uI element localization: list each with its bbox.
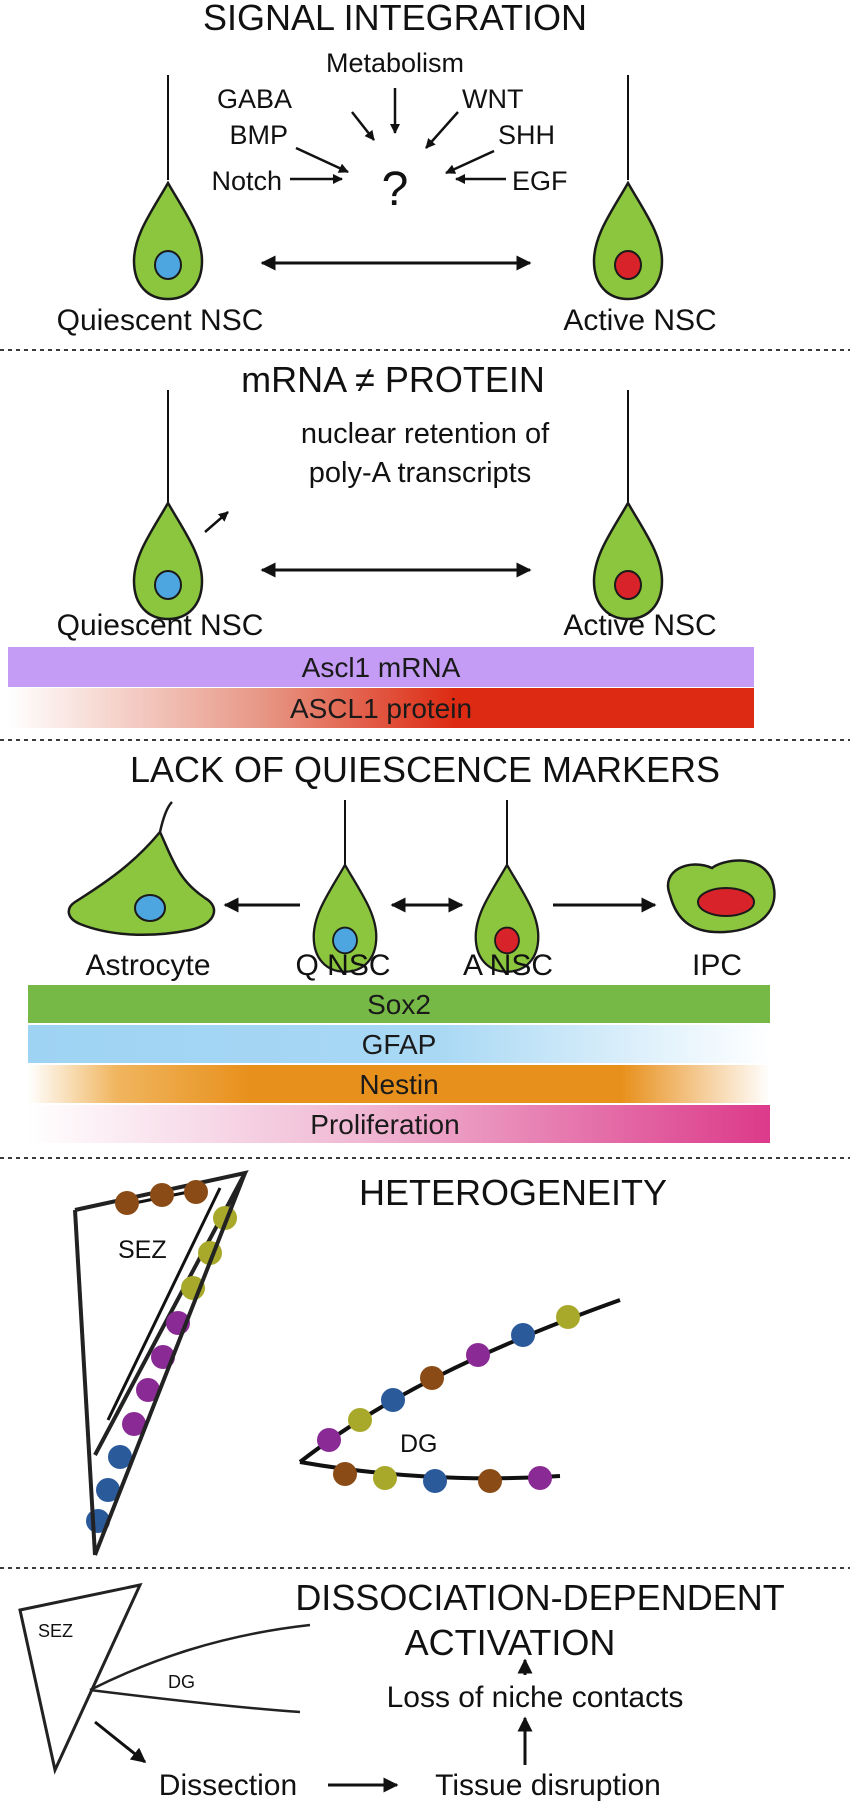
proliferation-label: Proliferation — [310, 1109, 459, 1140]
quiescent-nsc-label: Quiescent NSC — [57, 304, 264, 337]
active-nsc-cell — [592, 181, 664, 301]
dg-upper-2 — [89, 1623, 311, 1692]
section-mrna-protein: mRNA ≠ PROTEIN nuclear retention of poly… — [8, 359, 754, 728]
signal-wnt: WNT — [462, 84, 523, 114]
mrna-protein-title: mRNA ≠ PROTEIN — [241, 359, 545, 400]
section-quiescence-markers: LACK OF QUIESCENCE MARKERS Astrocyte Q N… — [28, 749, 776, 1143]
tissue-disruption-label: Tissue disruption — [435, 1769, 661, 1802]
sez-label: SEZ — [118, 1236, 167, 1264]
signal-notch: Notch — [211, 166, 282, 196]
active-nsc-label: Active NSC — [563, 304, 716, 337]
sez-dot-line — [106, 1187, 222, 1421]
dg-dot — [556, 1305, 580, 1329]
q-nsc-cell — [312, 863, 378, 973]
q-nsc-label: Q NSC — [295, 949, 390, 982]
dg-dot — [466, 1343, 490, 1367]
signal-arrows — [290, 88, 506, 184]
arrow-gaba — [351, 111, 375, 141]
dg-dot — [373, 1466, 397, 1490]
sez-dot — [150, 1183, 174, 1207]
ascl1-mrna-bar — [8, 647, 754, 687]
nestin-label: Nestin — [359, 1069, 438, 1100]
signal-integration-title: SIGNAL INTEGRATION — [203, 0, 587, 38]
signal-bmp: BMP — [229, 120, 288, 150]
dg-dot — [478, 1469, 502, 1493]
sez-dot — [136, 1378, 160, 1402]
quiescent-nsc-cell-2 — [132, 501, 204, 621]
sez-dot — [96, 1478, 120, 1502]
active-nsc-label-2: Active NSC — [563, 609, 716, 642]
signal-shh: SHH — [498, 120, 555, 150]
dg-dot — [420, 1366, 444, 1390]
ipc-nucleus — [697, 887, 755, 917]
signal-egf: EGF — [512, 166, 568, 196]
signal-gaba: GABA — [217, 84, 292, 114]
dg-dot — [511, 1323, 535, 1347]
quiescence-markers-title: LACK OF QUIESCENCE MARKERS — [130, 749, 720, 790]
dg-dot — [528, 1466, 552, 1490]
dg-label-2: DG — [168, 1672, 195, 1692]
dissociation-title-line1: DISSOCIATION-DEPENDENT — [295, 1577, 784, 1618]
astrocyte-label: Astrocyte — [85, 949, 210, 982]
question-mark: ? — [382, 163, 409, 216]
proliferation-bar — [28, 1105, 770, 1143]
dissection-label: Dissection — [159, 1769, 297, 1802]
active-nsc-cell-2 — [592, 501, 664, 621]
sez-dot — [115, 1191, 139, 1215]
ascl1-protein-bar — [8, 688, 754, 728]
a-nsc-cell — [474, 863, 540, 973]
nuclear-retention-line1: nuclear retention of — [301, 418, 550, 450]
sox2-label: Sox2 — [367, 989, 431, 1020]
arrow-shh — [445, 149, 495, 175]
arrow-wnt — [425, 111, 459, 149]
arrow-to-dissection — [94, 1720, 147, 1764]
dg-dot — [333, 1462, 357, 1486]
astrocyte-nucleus — [134, 894, 166, 922]
retention-arrow — [204, 511, 229, 533]
ipc-label: IPC — [692, 949, 742, 982]
dg-label: DG — [400, 1430, 438, 1458]
sez-dot — [108, 1445, 132, 1469]
niche-contacts-label: Loss of niche contacts — [387, 1681, 684, 1714]
dg-dot — [348, 1408, 372, 1432]
quiescent-nucleus — [154, 250, 182, 280]
section-signal-integration: SIGNAL INTEGRATION Metabolism GABA WNT B… — [57, 0, 717, 337]
nestin-bar — [28, 1065, 770, 1103]
ascl1-protein-label: ASCL1 protein — [290, 693, 472, 724]
signal-metabolism: Metabolism — [326, 48, 464, 78]
sez-dot — [122, 1412, 146, 1436]
heterogeneity-title: HETEROGENEITY — [359, 1172, 667, 1213]
nuclear-retention-line2: poly-A transcripts — [309, 457, 531, 489]
section-heterogeneity: HETEROGENEITY SEZ DG — [73, 1170, 667, 1556]
quiescent-nsc-label-2: Quiescent NSC — [57, 609, 264, 642]
gfap-label: GFAP — [362, 1029, 437, 1060]
dg-dots — [317, 1305, 580, 1493]
astrocyte-cell — [67, 829, 216, 937]
dg-dot — [381, 1388, 405, 1412]
section-dissociation: DISSOCIATION-DEPENDENT ACTIVATION SEZ DG… — [18, 1577, 785, 1802]
sez-outline-2 — [18, 1582, 143, 1775]
a-nsc-label: A NSC — [463, 949, 553, 982]
dg-lower-2 — [89, 1688, 301, 1714]
dg-dot — [317, 1428, 341, 1452]
sez-dot — [184, 1180, 208, 1204]
ascl1-mrna-label: Ascl1 mRNA — [302, 652, 461, 683]
dissociation-title-line2: ACTIVATION — [405, 1622, 616, 1663]
arrow-bmp — [295, 146, 349, 174]
active-nucleus — [614, 250, 642, 280]
sez-label-2: SEZ — [38, 1621, 73, 1641]
quiescent-nsc-cell — [132, 181, 204, 301]
sox2-bar — [28, 985, 770, 1023]
gfap-bar — [28, 1025, 770, 1063]
dg-dot — [423, 1469, 447, 1493]
